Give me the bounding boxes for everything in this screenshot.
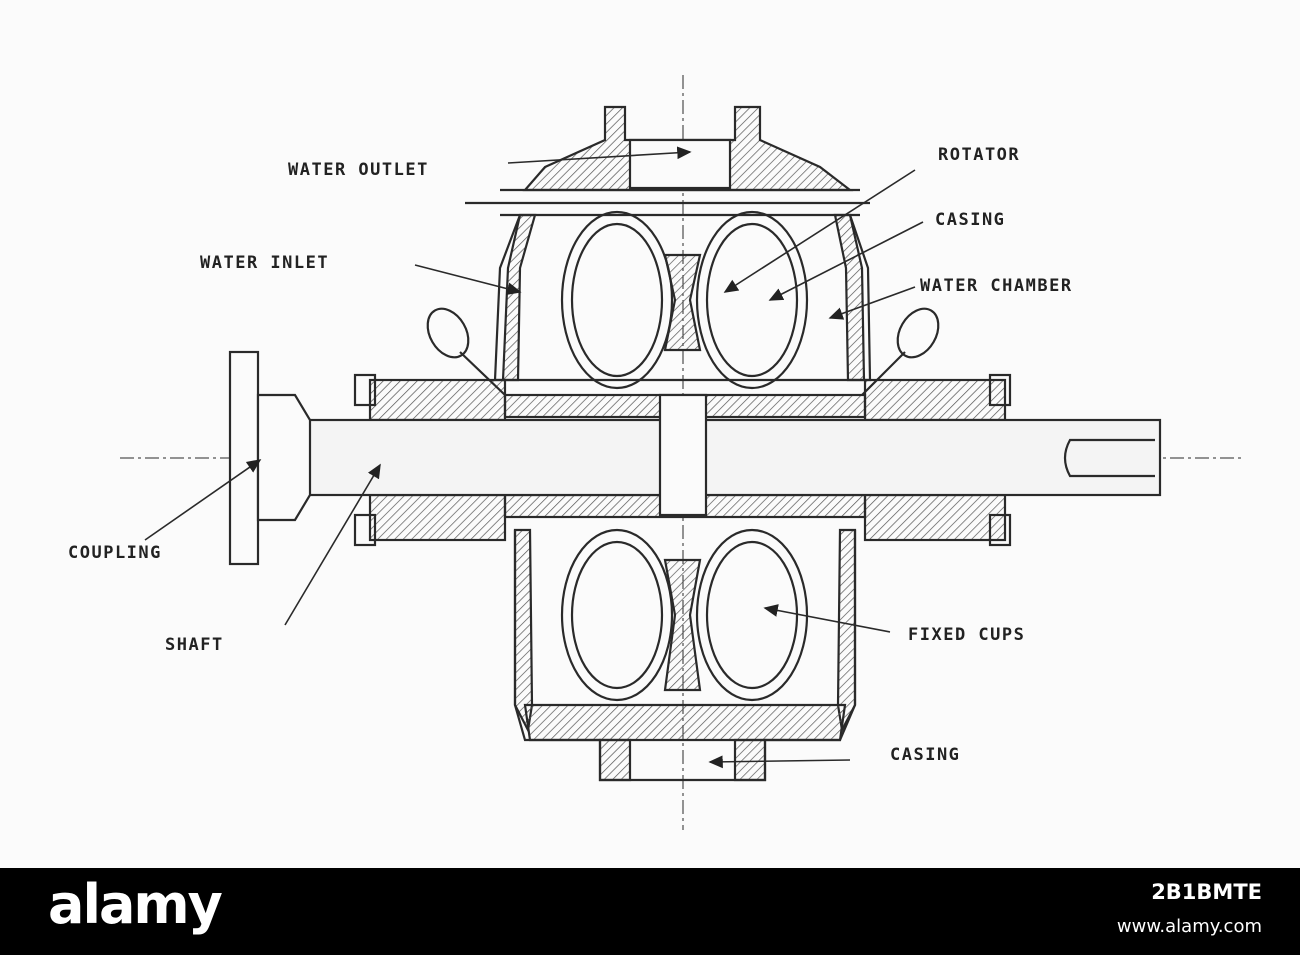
lower-left-cup	[560, 528, 674, 702]
label-water-inlet: WATER INLET	[200, 253, 330, 273]
image-id: 2B1BMTE	[1151, 880, 1262, 904]
label-casing-bottom: CASING	[890, 745, 961, 765]
label-rotator: ROTATOR	[938, 145, 1021, 165]
shaft-body	[298, 418, 1162, 497]
footer-meta: 2B1BMTE www.alamy.com	[1117, 880, 1262, 937]
label-fixed-cups: FIXED CUPS	[908, 625, 1026, 645]
dynamometer-diagram: WATER OUTLET ROTATOR CASING WATER INLET …	[68, 75, 1245, 830]
coupling-flange	[228, 350, 260, 566]
label-water-chamber: WATER CHAMBER	[920, 276, 1073, 296]
label-casing-top: CASING	[935, 210, 1006, 230]
upper-casing	[493, 214, 872, 382]
label-coupling: COUPLING	[68, 543, 162, 563]
left-gauge	[426, 307, 506, 396]
upper-right-cup	[695, 210, 809, 390]
lower-casing	[513, 530, 857, 782]
brand-logo: alamy	[48, 873, 223, 936]
site-url: www.alamy.com	[1116, 916, 1262, 937]
upper-left-cup	[560, 210, 674, 390]
label-water-outlet: WATER OUTLET	[288, 160, 429, 180]
right-gauge	[861, 307, 940, 396]
watermark-footer: alamy 2B1BMTE www.alamy.com	[0, 868, 1300, 955]
diagram-drawing	[120, 75, 1245, 830]
lower-right-cup	[695, 528, 809, 702]
label-shaft: SHAFT	[165, 635, 224, 655]
